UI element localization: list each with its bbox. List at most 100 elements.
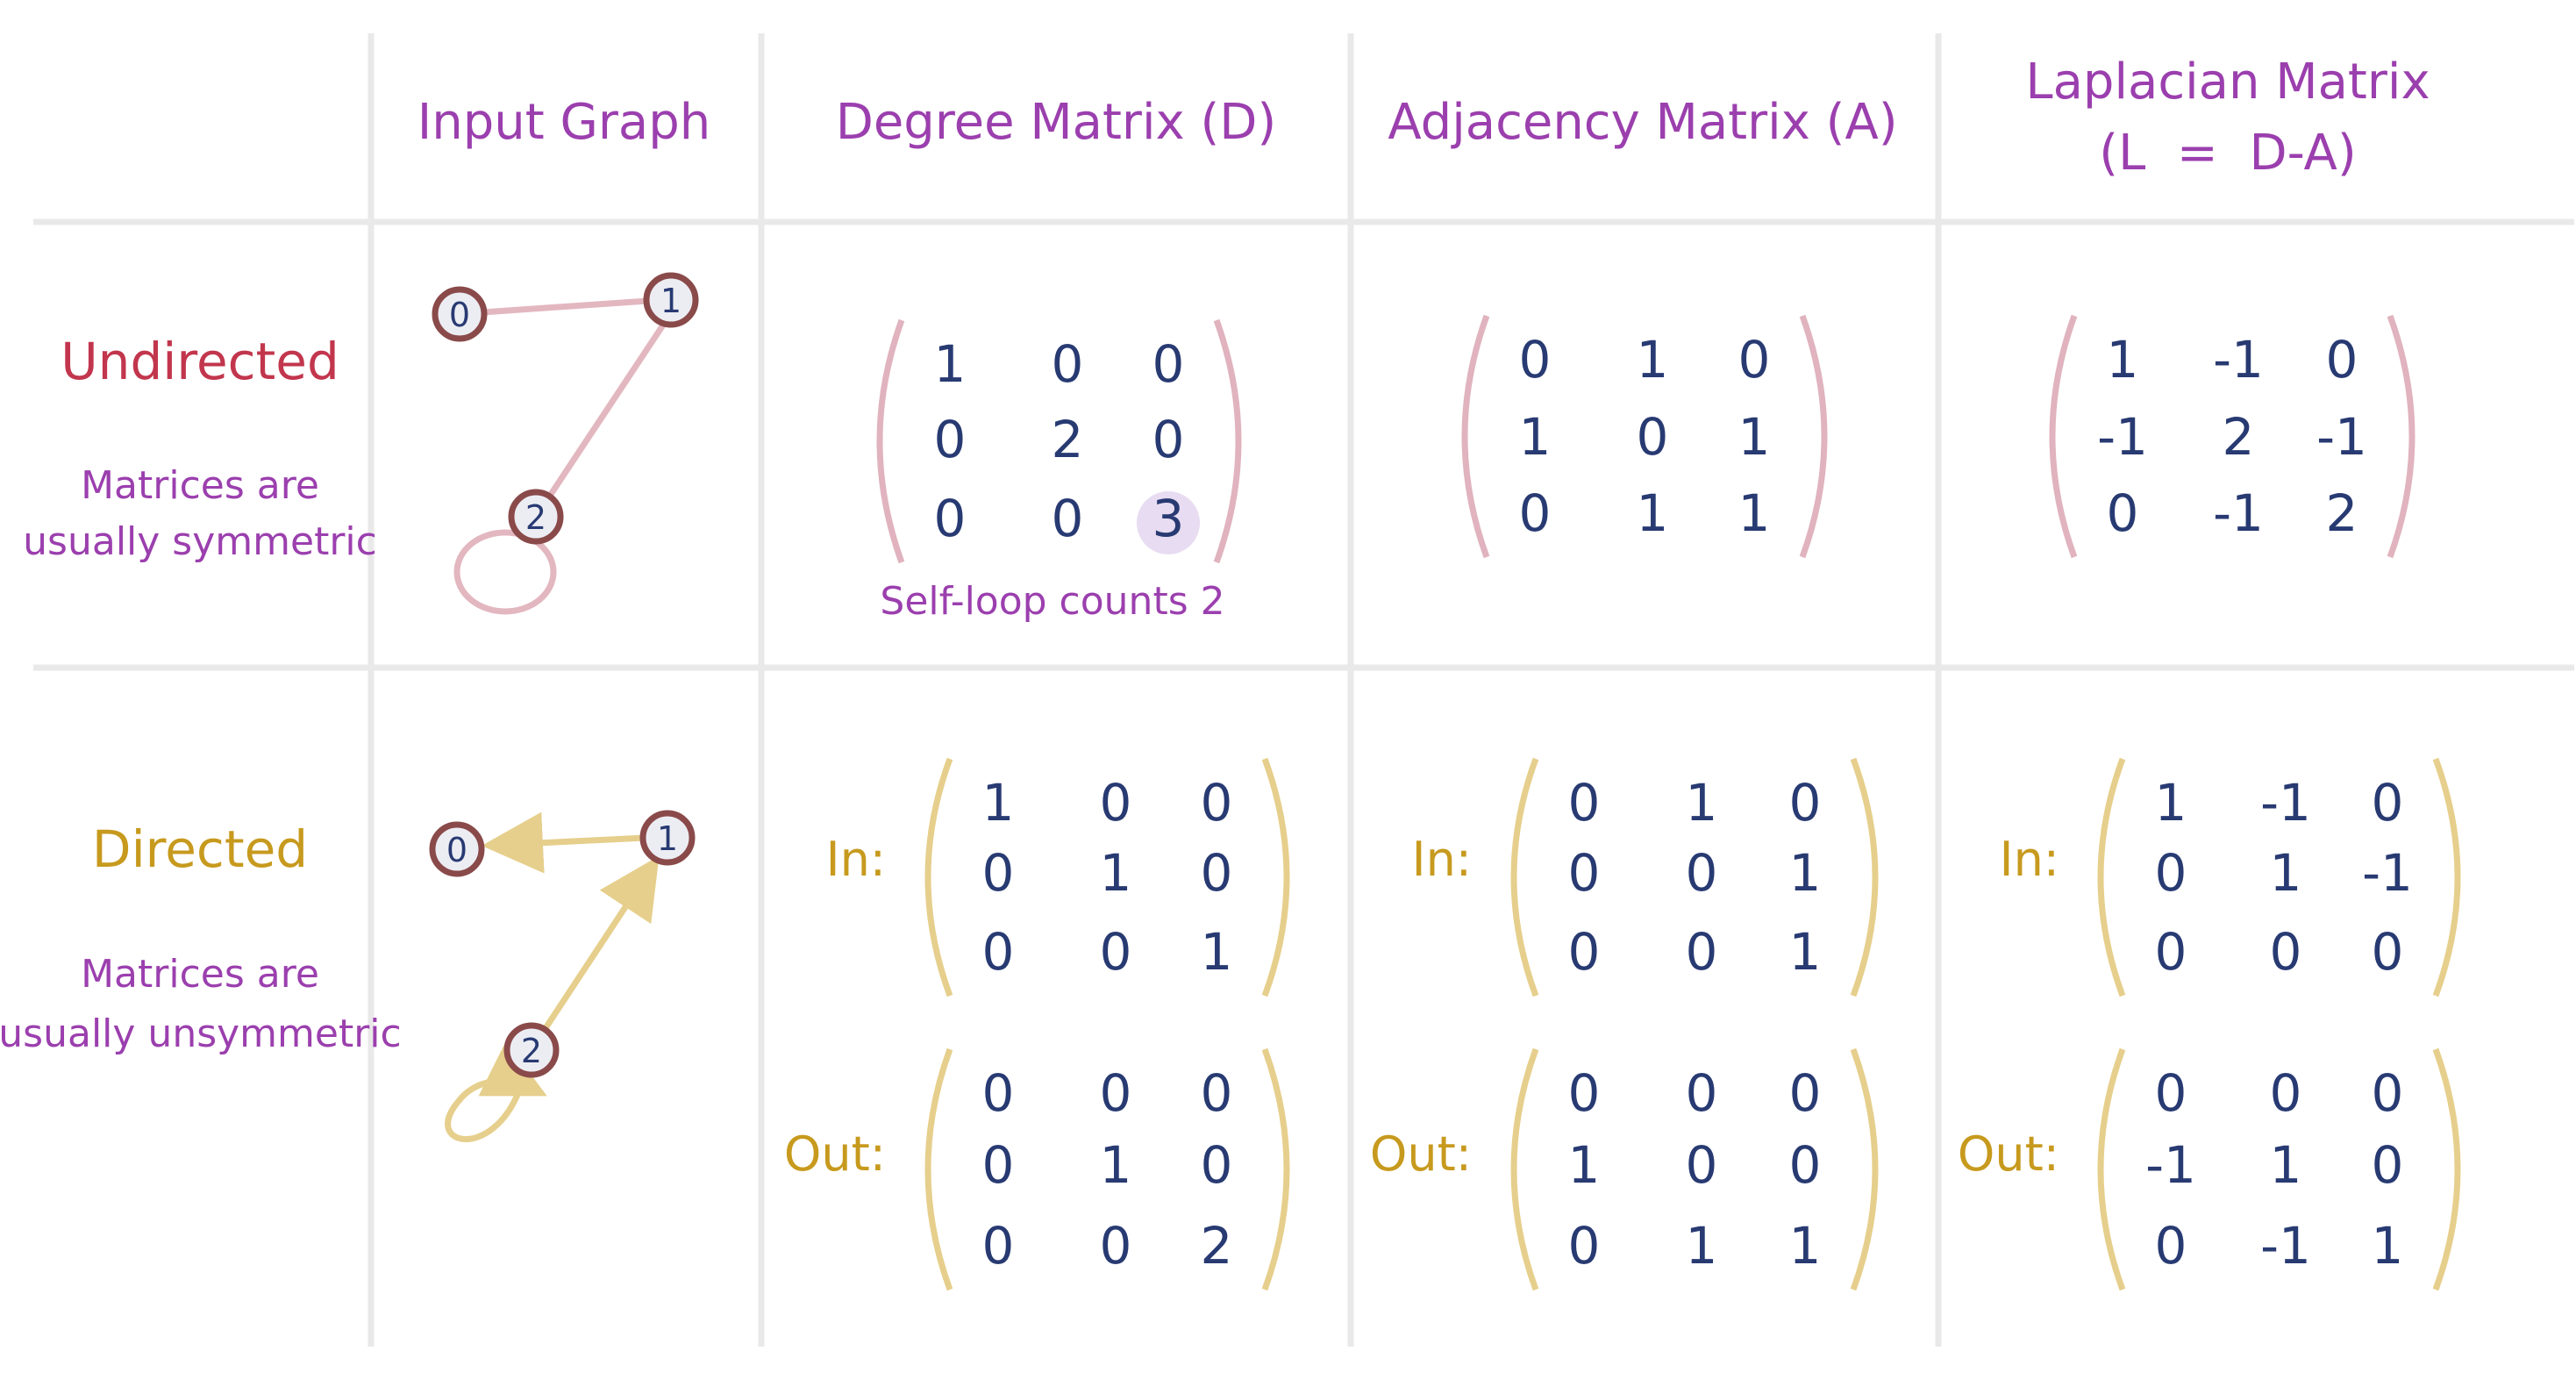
matrix-cell: 0 <box>1686 922 1718 982</box>
node-2: 2 <box>503 1022 560 1078</box>
matrix-cell: 0 <box>1152 410 1185 469</box>
matrix-cell: 1 <box>1789 843 1822 903</box>
row-note-undirected-1: Matrices are <box>81 463 319 508</box>
matrix-cell: -1 <box>2213 330 2264 390</box>
matrix-cell: -1 <box>2260 1216 2311 1276</box>
matrix-cell: 0 <box>1100 1063 1132 1123</box>
self-loop-highlight <box>1137 491 1200 554</box>
header-adjacency-matrix: Adjacency Matrix (A) <box>1388 94 1897 151</box>
row-note-directed-1: Matrices are <box>81 952 319 997</box>
matrix-cell: 0 <box>1686 1135 1718 1195</box>
label-out-laplacian: Out: <box>1958 1126 2059 1182</box>
matrix-cell: 0 <box>2155 1063 2187 1123</box>
matrix-cell: 0 <box>1100 773 1132 833</box>
matrix-cell: 1 <box>1568 1135 1601 1195</box>
matrix-cell: 1 <box>1738 407 1771 467</box>
bracket-right <box>1799 314 1828 559</box>
matrix-cell: 0 <box>2372 922 2404 982</box>
matrix-cell: 0 <box>1568 922 1601 982</box>
matrix-cell: 0 <box>1100 1216 1132 1276</box>
self-loop-2 <box>453 529 557 615</box>
matrix-cell: -1 <box>2316 407 2367 467</box>
matrix-cell: 1 <box>1100 843 1132 903</box>
matrix-cell: 0 <box>982 1063 1015 1123</box>
matrix-cell: 0 <box>1568 1216 1601 1276</box>
matrix-cell: 2 <box>2326 483 2358 543</box>
bracket-left <box>2049 314 2078 559</box>
row-title-directed: Directed <box>92 819 308 879</box>
matrix-cell: 1 <box>1686 1216 1718 1276</box>
row-note-undirected-2: usually symmetric <box>23 519 377 564</box>
bracket-right <box>1213 318 1242 564</box>
matrix-cell: 1 <box>1686 773 1718 833</box>
matrix-cell: 0 <box>2155 1216 2187 1276</box>
matrix-cell: 1 <box>1637 483 1669 543</box>
matrix-cell: 0 <box>1100 922 1132 982</box>
matrix-cell: 0 <box>1789 1135 1822 1195</box>
header-degree-matrix: Degree Matrix (D) <box>836 94 1277 151</box>
bracket-left <box>1461 314 1490 559</box>
matrix-cell: 1 <box>1637 330 1669 390</box>
matrix-cell: 1 <box>1789 1216 1822 1276</box>
bracket-right <box>2432 1047 2461 1291</box>
directed-graph: 0 1 2 <box>429 810 696 1142</box>
matrix-cell: 0 <box>1686 843 1718 903</box>
svg-text:0: 0 <box>449 296 470 334</box>
matrix-cell: 1 <box>1201 922 1233 982</box>
bracket-right <box>1261 757 1290 997</box>
matrix-cell: 0 <box>2326 330 2358 390</box>
matrix-cell: 1 <box>1519 407 1552 467</box>
label-out-degree: Out: <box>784 1126 886 1182</box>
matrix-cell: -1 <box>2145 1135 2196 1195</box>
row-title-undirected: Undirected <box>61 332 339 391</box>
matrix-cell: -1 <box>2260 773 2311 833</box>
svg-text:1: 1 <box>657 819 678 858</box>
matrix-cell: 0 <box>1152 334 1185 394</box>
matrix-cell: 0 <box>2372 1135 2404 1195</box>
matrix-cell: -1 <box>2097 407 2148 467</box>
self-loop-2-directed <box>445 1040 547 1142</box>
label-out-adjacency: Out: <box>1370 1126 1472 1182</box>
matrix-cell: 1 <box>2270 1135 2302 1195</box>
matrix-cell: 0 <box>982 843 1015 903</box>
edge-1-to-0 <box>482 811 646 874</box>
bracket-left <box>924 1047 953 1291</box>
matrix-cell: 0 <box>982 1216 1015 1276</box>
matrix-cell: 0 <box>1637 407 1669 467</box>
matrix-cell: 0 <box>2372 773 2404 833</box>
bracket-right <box>2387 314 2415 559</box>
matrix-cell: 0 <box>2155 843 2187 903</box>
matrix-cell: 2 <box>1201 1216 1233 1276</box>
matrix-cell: 1 <box>934 334 967 394</box>
bracket-right <box>1261 1047 1290 1291</box>
matrix-cell: 0 <box>1568 843 1601 903</box>
bracket-right <box>2432 757 2461 997</box>
svg-text:0: 0 <box>446 831 467 869</box>
bracket-left <box>2097 1047 2126 1291</box>
label-in-degree: In: <box>826 832 886 887</box>
matrix-cell: 0 <box>934 410 967 469</box>
matrix-cell: 0 <box>2270 1063 2302 1123</box>
bracket-left <box>1510 757 1539 997</box>
undirected-graph: 0 1 2 <box>432 272 699 615</box>
svg-text:2: 2 <box>521 1032 542 1070</box>
matrix-cell: 0 <box>1789 773 1822 833</box>
matrix-cell: 0 <box>982 922 1015 982</box>
bracket-left <box>2097 757 2126 997</box>
bracket-left <box>876 318 905 564</box>
bracket-right <box>1850 757 1879 997</box>
matrix-cell: 0 <box>1201 773 1233 833</box>
matrix-cell: 0 <box>1052 334 1084 394</box>
matrix-cell: 1 <box>982 773 1015 833</box>
matrix-cell: 0 <box>1519 483 1552 543</box>
node-1: 1 <box>639 810 696 866</box>
edge-2-to-1 <box>541 855 660 1033</box>
